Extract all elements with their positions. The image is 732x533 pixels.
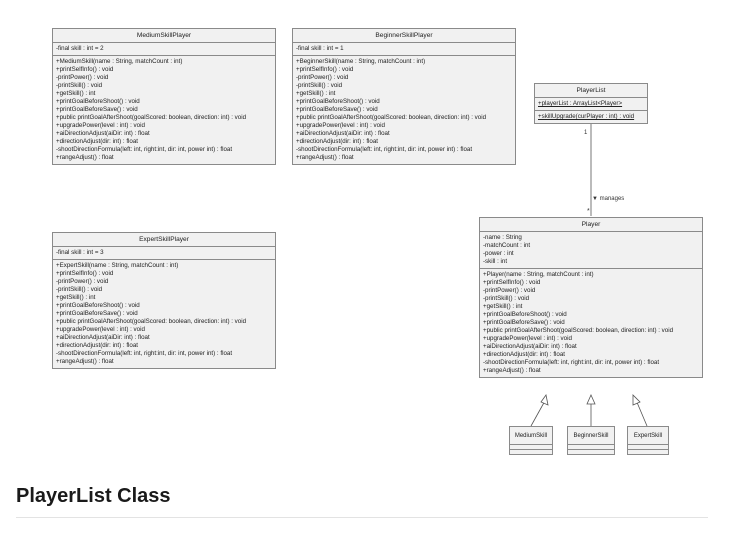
class-expert-skill: ExpertSkill bbox=[627, 426, 669, 455]
class-method: +directionAdjust(dir: int) : float bbox=[296, 138, 379, 145]
class-method: +printGoalBeforeShoot() : void bbox=[56, 302, 140, 309]
class-method: -shootDirectionFormula(left: int, right:… bbox=[296, 146, 473, 153]
class-method: +MediumSkill(name : String, matchCount :… bbox=[56, 58, 183, 65]
association-multiplicity: 1 bbox=[584, 130, 588, 136]
class-method: +printGoalBeforeShoot() : void bbox=[296, 98, 380, 105]
class-attributes: -final skill : int = 3 bbox=[53, 247, 275, 260]
class-attribute: -final skill : int = 2 bbox=[56, 45, 104, 52]
class-method: +directionAdjust(dir: int) : float bbox=[56, 342, 139, 349]
class-method: +printGoalBeforeShoot() : void bbox=[483, 311, 567, 318]
class-method: +printGoalBeforeSave() : void bbox=[56, 310, 138, 317]
class-method: +printGoalBeforeSave() : void bbox=[56, 106, 138, 113]
class-methods: +BeginnerSkill(name : String, matchCount… bbox=[293, 56, 515, 164]
class-method: -shootDirectionFormula(left: int, right:… bbox=[483, 359, 660, 366]
class-method: +aiDirectionAdjust(aiDir: int) : float bbox=[296, 130, 390, 137]
inheritance-expert bbox=[632, 394, 648, 427]
class-method: +rangeAdjust() : float bbox=[56, 358, 114, 365]
class-medium-skill: MediumSkill bbox=[509, 426, 553, 455]
association-end-mark: * bbox=[587, 208, 590, 215]
class-method: +public printGoalAfterShoot(goalScored: … bbox=[56, 318, 247, 325]
class-title: ExpertSkill bbox=[628, 427, 668, 445]
class-method: -printPower() : void bbox=[296, 74, 349, 81]
class-method: +printGoalBeforeSave() : void bbox=[483, 319, 565, 326]
class-method: +getSkill() : int bbox=[483, 303, 523, 310]
class-title: BeginnerSkill bbox=[568, 427, 614, 445]
class-attribute: -matchCount : int bbox=[483, 242, 531, 249]
class-method: -printPower() : void bbox=[56, 278, 109, 285]
class-method: +getSkill() : int bbox=[56, 90, 96, 97]
class-title: MediumSkill bbox=[510, 427, 552, 445]
class-methods: +Player(name : String, matchCount : int)… bbox=[480, 269, 702, 377]
class-methods: +ExpertSkill(name : String, matchCount :… bbox=[53, 260, 275, 368]
class-attribute: -final skill : int = 3 bbox=[56, 249, 104, 256]
class-method: +printSelfInfo() : void bbox=[296, 66, 354, 73]
class-method: +skillUpgrade(curPlayer : int) : void bbox=[538, 113, 635, 120]
class-method: -shootDirectionFormula(left: int, right:… bbox=[56, 350, 233, 357]
class-method: +ExpertSkill(name : String, matchCount :… bbox=[56, 262, 179, 269]
class-player-list: PlayerList +playerList : ArrayList<Playe… bbox=[534, 83, 648, 124]
class-method: -shootDirectionFormula(left: int, right:… bbox=[56, 146, 233, 153]
inheritance-medium bbox=[530, 394, 549, 427]
class-method: +upgradePower(level : int) : void bbox=[56, 326, 145, 333]
class-attributes: -final skill : int = 1 bbox=[293, 43, 515, 56]
class-medium-skill-player: MediumSkillPlayer -final skill : int = 2… bbox=[52, 28, 276, 165]
section-heading: PlayerList Class bbox=[16, 485, 171, 507]
class-method: +rangeAdjust() : float bbox=[483, 367, 541, 374]
class-method: +rangeAdjust() : float bbox=[56, 154, 114, 161]
class-title: PlayerList bbox=[535, 84, 647, 98]
class-method: +public printGoalAfterShoot(goalScored: … bbox=[56, 114, 247, 121]
class-method: -printSkill() : void bbox=[56, 286, 103, 293]
inheritance-beginner bbox=[586, 394, 596, 426]
class-attribute: +playerList : ArrayList<Player> bbox=[538, 100, 623, 107]
class-method: +getSkill() : int bbox=[56, 294, 96, 301]
class-method: +upgradePower(level : int) : void bbox=[56, 122, 145, 129]
class-attribute: -skill : int bbox=[483, 258, 508, 265]
class-title: BeginnerSkillPlayer bbox=[293, 29, 515, 43]
class-player: Player -name : String-matchCount : int-p… bbox=[479, 217, 703, 378]
class-method: +printGoalBeforeShoot() : void bbox=[56, 98, 140, 105]
class-title: ExpertSkillPlayer bbox=[53, 233, 275, 247]
class-method: +public printGoalAfterShoot(goalScored: … bbox=[483, 327, 674, 334]
class-attribute: -name : String bbox=[483, 234, 522, 241]
class-method: -printSkill() : void bbox=[56, 82, 103, 89]
class-expert-skill-player: ExpertSkillPlayer -final skill : int = 3… bbox=[52, 232, 276, 369]
class-method: +aiDirectionAdjust(aiDir: int) : float bbox=[56, 130, 150, 137]
class-attributes: -final skill : int = 2 bbox=[53, 43, 275, 56]
class-beginner-skill-player: BeginnerSkillPlayer -final skill : int =… bbox=[292, 28, 516, 165]
class-attributes: +playerList : ArrayList<Player> bbox=[535, 98, 647, 111]
class-method: +Player(name : String, matchCount : int) bbox=[483, 271, 594, 278]
class-method: +printSelfInfo() : void bbox=[483, 279, 541, 286]
class-method: +aiDirectionAdjust(aiDir: int) : float bbox=[483, 343, 577, 350]
class-method: +BeginnerSkill(name : String, matchCount… bbox=[296, 58, 426, 65]
class-method: +rangeAdjust() : float bbox=[296, 154, 354, 161]
class-method: +aiDirectionAdjust(aiDir: int) : float bbox=[56, 334, 150, 341]
class-method: -printSkill() : void bbox=[483, 295, 530, 302]
class-method: +printSelfInfo() : void bbox=[56, 270, 114, 277]
class-method: +printSelfInfo() : void bbox=[56, 66, 114, 73]
class-method: +directionAdjust(dir: int) : float bbox=[56, 138, 139, 145]
class-method: +upgradePower(level : int) : void bbox=[296, 122, 385, 129]
association-label: ▼ manages bbox=[592, 196, 624, 202]
class-beginner-skill: BeginnerSkill bbox=[567, 426, 615, 455]
class-title: Player bbox=[480, 218, 702, 232]
class-method: +directionAdjust(dir: int) : float bbox=[483, 351, 566, 358]
class-method: +public printGoalAfterShoot(goalScored: … bbox=[296, 114, 487, 121]
class-title: MediumSkillPlayer bbox=[53, 29, 275, 43]
section-divider bbox=[16, 517, 708, 518]
class-attribute: -final skill : int = 1 bbox=[296, 45, 344, 52]
class-attributes: -name : String-matchCount : int-power : … bbox=[480, 232, 702, 269]
class-attribute: -power : int bbox=[483, 250, 514, 257]
class-method: +printGoalBeforeSave() : void bbox=[296, 106, 378, 113]
class-method: -printSkill() : void bbox=[296, 82, 343, 89]
class-method: -printPower() : void bbox=[483, 287, 536, 294]
class-method: -printPower() : void bbox=[56, 74, 109, 81]
class-methods: +MediumSkill(name : String, matchCount :… bbox=[53, 56, 275, 164]
class-method: +getSkill() : int bbox=[296, 90, 336, 97]
class-method: +upgradePower(level : int) : void bbox=[483, 335, 572, 342]
class-methods: +skillUpgrade(curPlayer : int) : void bbox=[535, 111, 647, 123]
